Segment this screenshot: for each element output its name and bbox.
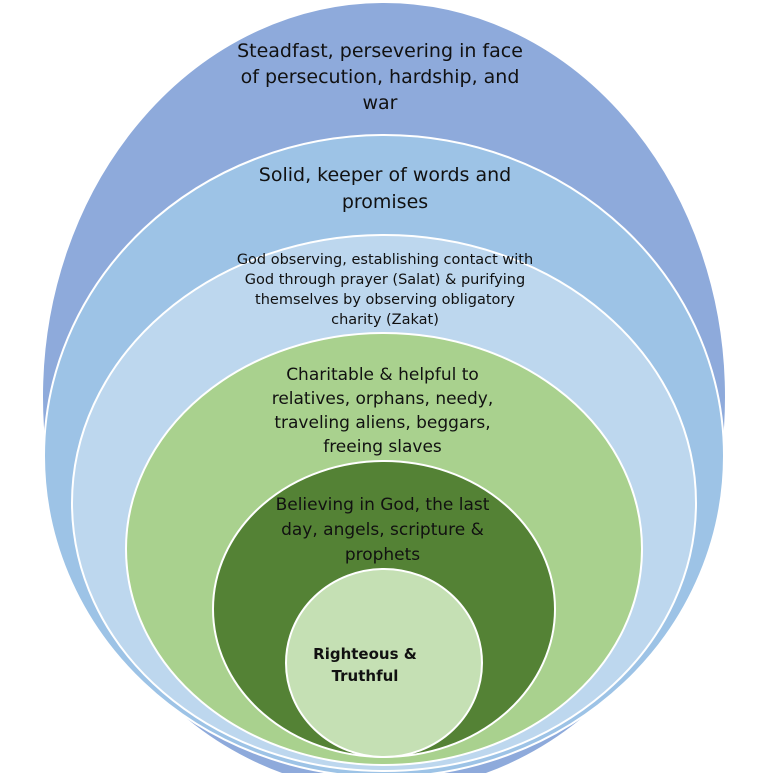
ring-core: [285, 568, 483, 758]
label-second-ring: Solid, keeper of words and promises: [258, 164, 512, 213]
label-third-ring: God observing, establishing contact with…: [236, 252, 534, 328]
label-fourth-ring: Charitable & helpful to relatives, orpha…: [271, 365, 494, 457]
label-fifth-ring: Believing in God, the last day, angels, …: [275, 495, 490, 565]
label-core: Righteous & Truthful: [313, 645, 417, 685]
label-outer-ring: Steadfast, persevering in face of persec…: [237, 40, 523, 114]
